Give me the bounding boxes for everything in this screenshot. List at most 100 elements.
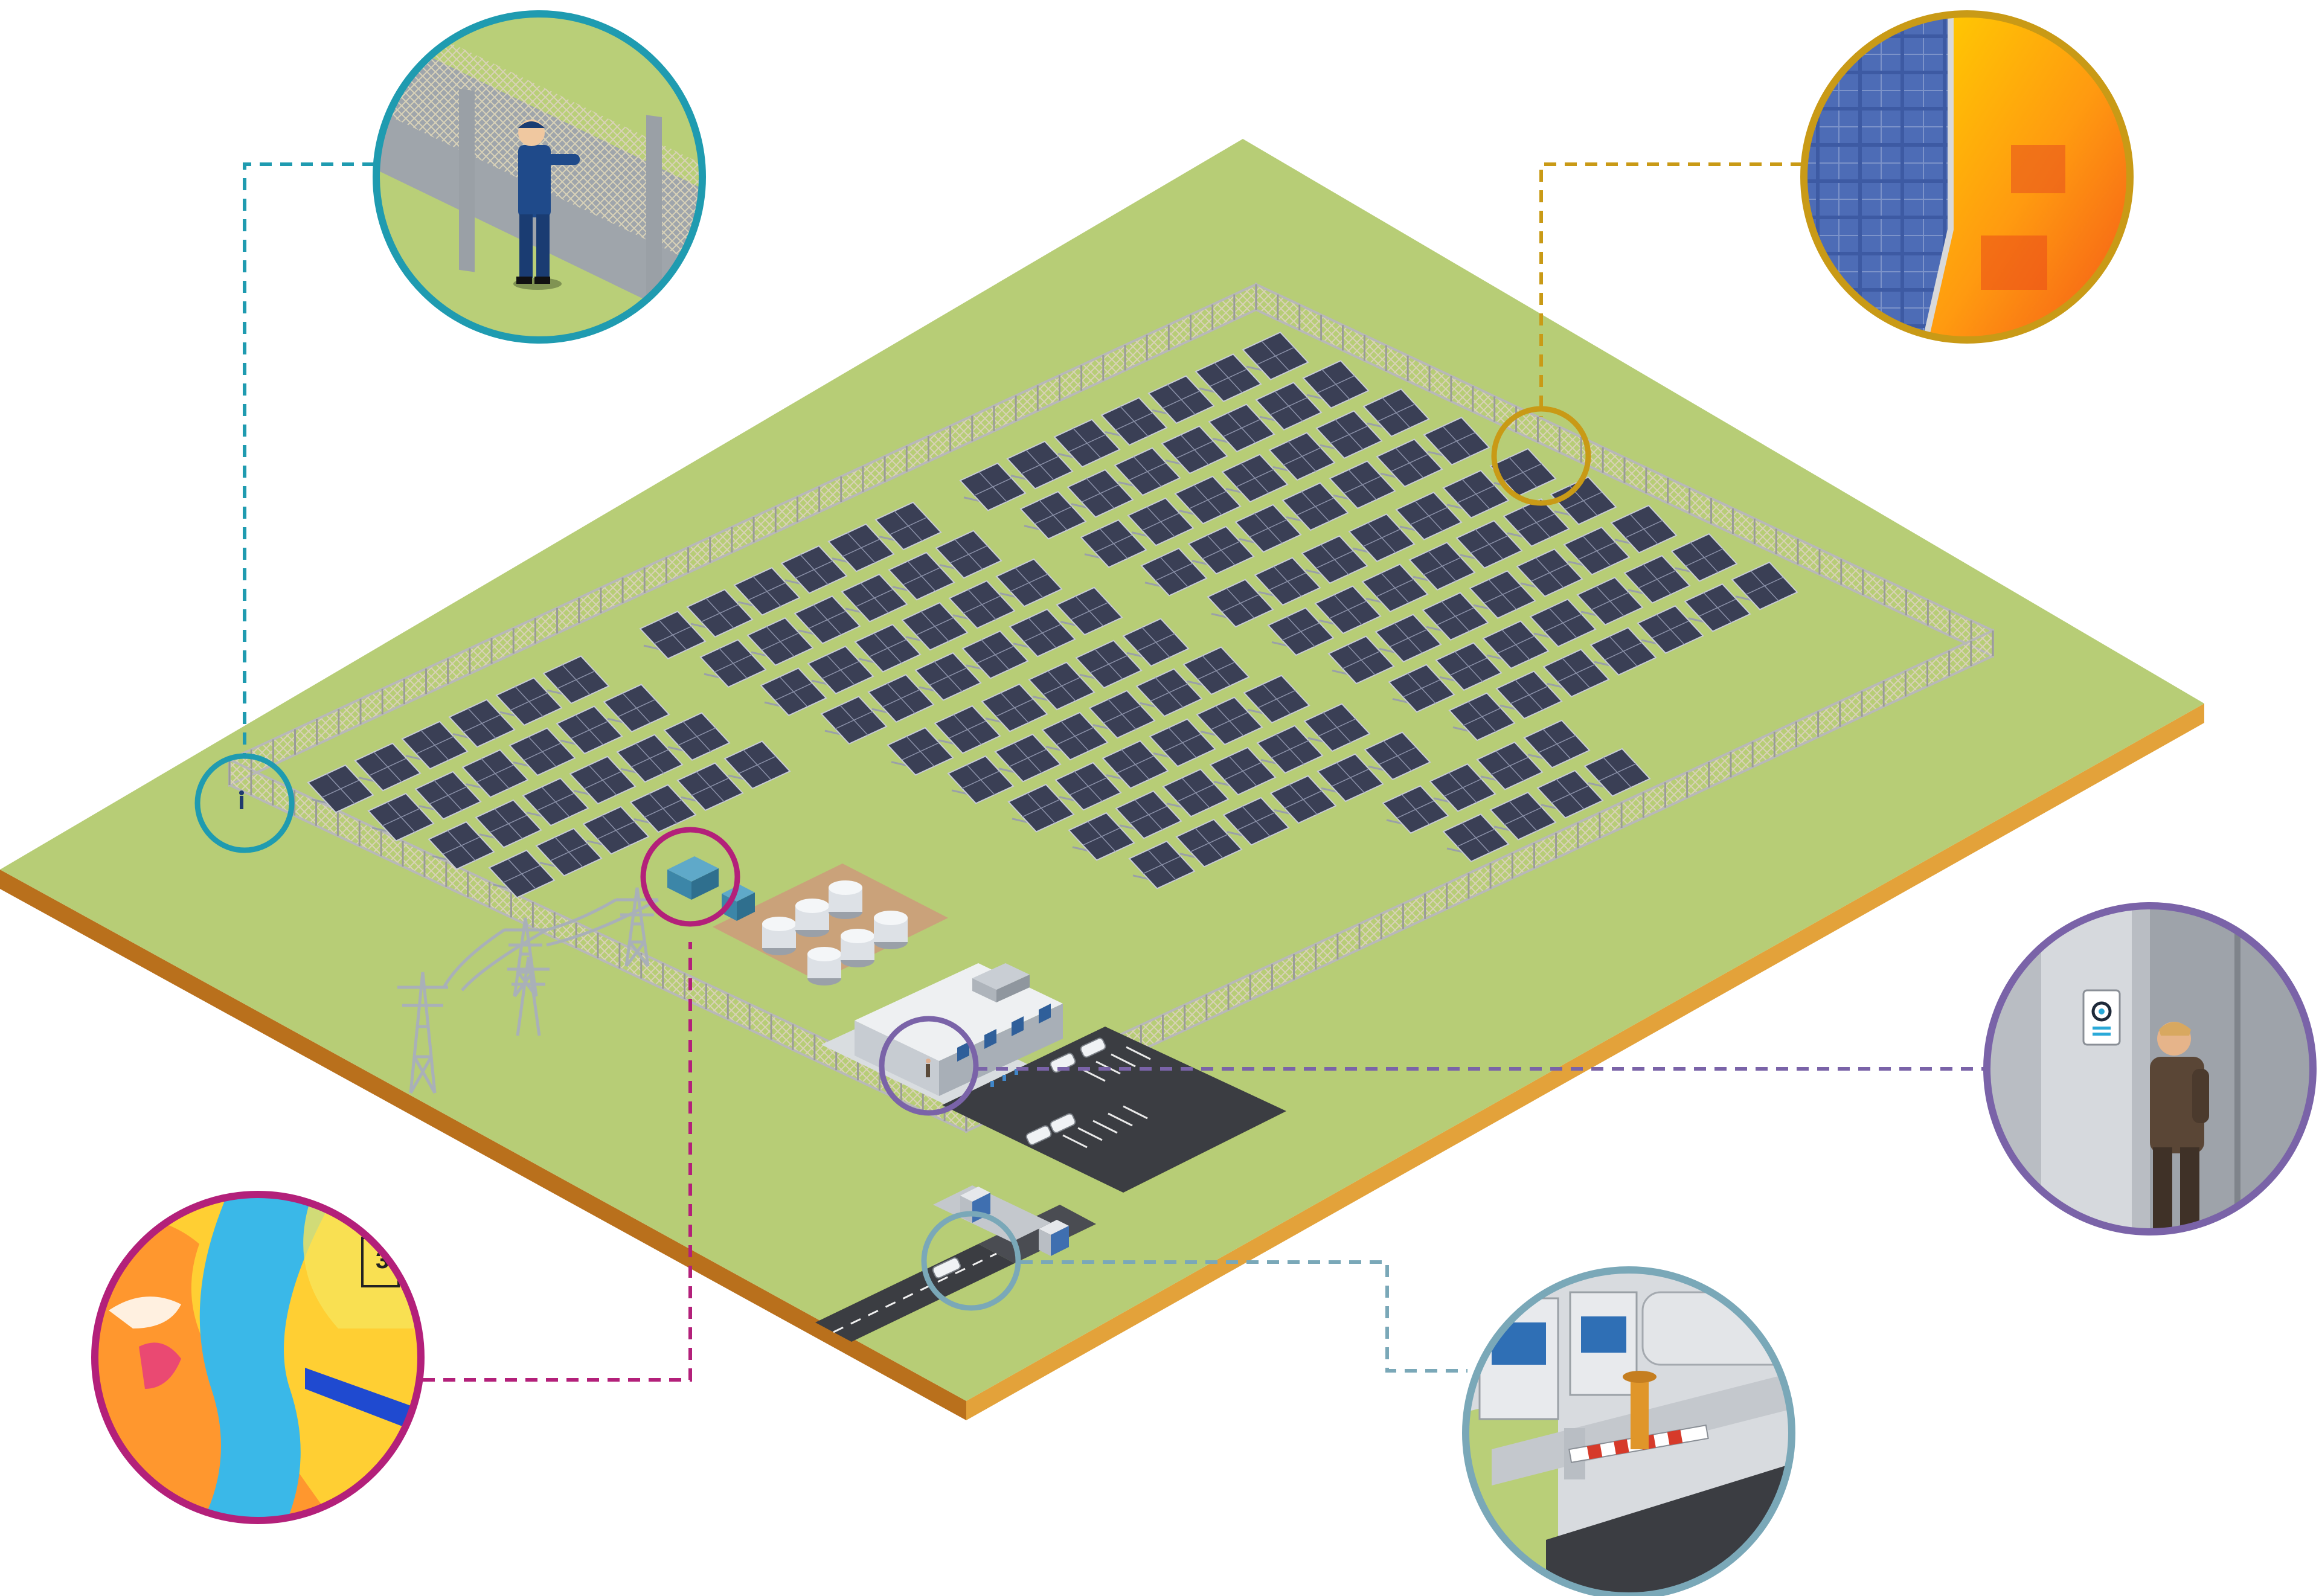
solar-panel xyxy=(820,696,888,745)
solar-panel xyxy=(1195,353,1262,403)
callout-substation-thermal: 35 xyxy=(91,1191,425,1524)
solar-panel xyxy=(733,566,801,616)
solar-panel xyxy=(367,792,435,842)
solar-panel xyxy=(1128,840,1196,889)
solar-panel xyxy=(1149,718,1216,768)
solar-panel xyxy=(401,720,469,770)
solar-panel xyxy=(1162,768,1230,818)
solar-panel xyxy=(1066,469,1134,518)
callout-thermal-panel xyxy=(1800,10,2134,344)
solar-panel xyxy=(1408,542,1476,591)
solar-panel xyxy=(1068,812,1135,861)
solar-panel xyxy=(867,674,935,723)
solar-panel xyxy=(1114,447,1181,496)
solar-panel xyxy=(1254,557,1321,606)
solar-panel xyxy=(1115,790,1182,839)
ground-top xyxy=(0,139,2204,1401)
solar-panel xyxy=(887,726,954,776)
solar-panel xyxy=(1303,703,1371,752)
connector-perimeter xyxy=(243,162,374,758)
transformer-equipment xyxy=(667,856,755,921)
solar-panel xyxy=(1317,753,1384,803)
ring-thermal-panel xyxy=(1491,406,1591,506)
solar-panel xyxy=(947,755,1015,804)
solar-panel xyxy=(841,573,908,623)
callout-perimeter-fence xyxy=(373,10,706,344)
solar-panel xyxy=(746,617,814,666)
connector-lines xyxy=(243,162,1987,1382)
solar-panel xyxy=(1610,504,1678,554)
solar-panel-arrays xyxy=(307,332,1798,899)
solar-panel xyxy=(1222,796,1290,846)
solar-panel xyxy=(1208,403,1275,453)
solar-panel xyxy=(1469,570,1536,619)
solar-panel xyxy=(1007,783,1075,833)
solar-panel xyxy=(935,530,1002,579)
solar-panel xyxy=(1147,375,1215,425)
solar-panel xyxy=(1009,608,1076,658)
connector-thermal-panel xyxy=(1539,162,1803,417)
solar-panel xyxy=(1455,520,1523,569)
solar-panel xyxy=(475,799,542,848)
solar-panel xyxy=(1637,605,1704,654)
solar-panel xyxy=(827,523,895,572)
solar-panel xyxy=(461,749,529,798)
solar-panel xyxy=(556,705,623,755)
solar-panel xyxy=(1302,360,1370,409)
solar-panel xyxy=(1102,740,1169,789)
solar-panel xyxy=(603,684,670,733)
person-at-door-small xyxy=(926,1059,931,1077)
solar-panel xyxy=(1314,585,1382,635)
solar-panel xyxy=(1127,497,1195,546)
solar-panel xyxy=(794,595,861,644)
solar-panel xyxy=(1234,504,1302,553)
solar-panel xyxy=(1080,519,1147,568)
solar-panel xyxy=(1268,432,1336,481)
solar-panel xyxy=(1364,731,1431,781)
solar-panel xyxy=(1174,475,1242,525)
solar-panel xyxy=(1075,639,1143,689)
solar-panel xyxy=(1482,620,1550,670)
solar-panel xyxy=(1028,661,1095,711)
solar-panel xyxy=(1563,526,1631,575)
solar-panel xyxy=(582,806,650,855)
solar-panel xyxy=(1221,453,1289,503)
solar-panel xyxy=(994,733,1062,783)
ring-gate xyxy=(921,1211,1021,1311)
solar-panel xyxy=(414,771,482,820)
solar-panel xyxy=(1476,741,1544,790)
solar-panel xyxy=(495,677,563,726)
solar-panel xyxy=(959,462,1027,511)
solar-panel xyxy=(1395,492,1463,540)
solar-panel xyxy=(639,611,707,659)
solar-panel xyxy=(1041,711,1109,761)
solar-panel xyxy=(1182,646,1250,696)
solar-panel xyxy=(1516,548,1583,597)
transmission-towers xyxy=(397,887,659,1094)
solar-panel xyxy=(1542,649,1610,698)
access-road xyxy=(815,1185,1096,1342)
solar-panel xyxy=(1315,410,1383,460)
solar-panel xyxy=(1670,533,1738,582)
guard-figure-small xyxy=(239,790,244,809)
solar-panel xyxy=(1196,696,1263,746)
storage-tanks xyxy=(762,880,908,985)
solar-panel xyxy=(874,501,942,551)
solar-panel xyxy=(1122,618,1190,667)
solar-panel xyxy=(981,683,1048,732)
solar-panel xyxy=(1255,382,1323,431)
solar-panel xyxy=(629,784,697,833)
connector-substation xyxy=(423,942,692,1382)
solar-panel xyxy=(1495,670,1563,720)
solar-panel xyxy=(1281,482,1349,531)
solar-panel xyxy=(1348,513,1416,562)
solar-panel xyxy=(948,580,1016,629)
solar-panel xyxy=(663,712,731,761)
solar-panel xyxy=(1435,642,1503,691)
solar-panel xyxy=(1161,425,1228,475)
ring-perimeter xyxy=(194,753,295,853)
solar-panel xyxy=(914,652,982,701)
solar-panel xyxy=(542,655,610,705)
solar-panel xyxy=(1088,690,1156,739)
